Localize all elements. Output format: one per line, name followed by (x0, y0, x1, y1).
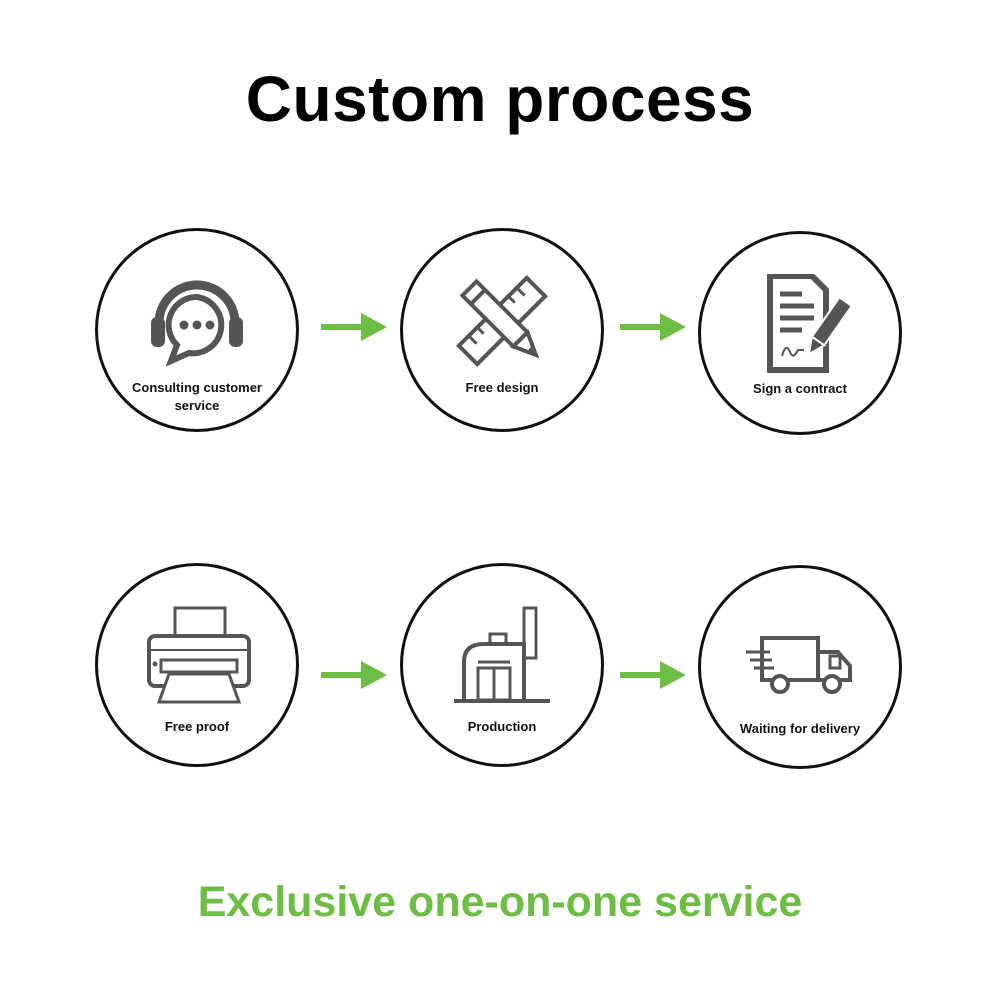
step-label: Waiting for delivery (739, 721, 861, 736)
step-label: Free design (465, 380, 539, 395)
arrow-right-icon (321, 313, 387, 341)
step-sign-contract: Sign a contract (698, 231, 902, 435)
step-free-proof: Free proof (95, 563, 299, 767)
arrow-right-icon (620, 313, 686, 341)
printer-icon (147, 606, 251, 704)
step-production: Production (400, 563, 604, 767)
step-label: Consulting customer service (131, 380, 262, 413)
delivery-truck-icon (746, 636, 852, 694)
tagline: Exclusive one-on-one service (197, 878, 803, 926)
contract-pen-icon (767, 274, 854, 373)
pencil-ruler-icon (456, 275, 548, 367)
step-free-design: Free design (400, 228, 604, 432)
arrow-right-icon (321, 661, 387, 689)
step-waiting-delivery: Waiting for delivery (698, 565, 902, 769)
step-label: Free proof (164, 719, 230, 734)
step-consulting: Consulting customer service (95, 228, 299, 432)
page-title: Custom process (245, 63, 755, 135)
factory-icon (454, 606, 550, 703)
step-label: Sign a contract (753, 381, 847, 396)
headset-chat-icon (151, 280, 243, 367)
arrow-right-icon (620, 661, 686, 689)
step-label: Production (467, 719, 537, 734)
